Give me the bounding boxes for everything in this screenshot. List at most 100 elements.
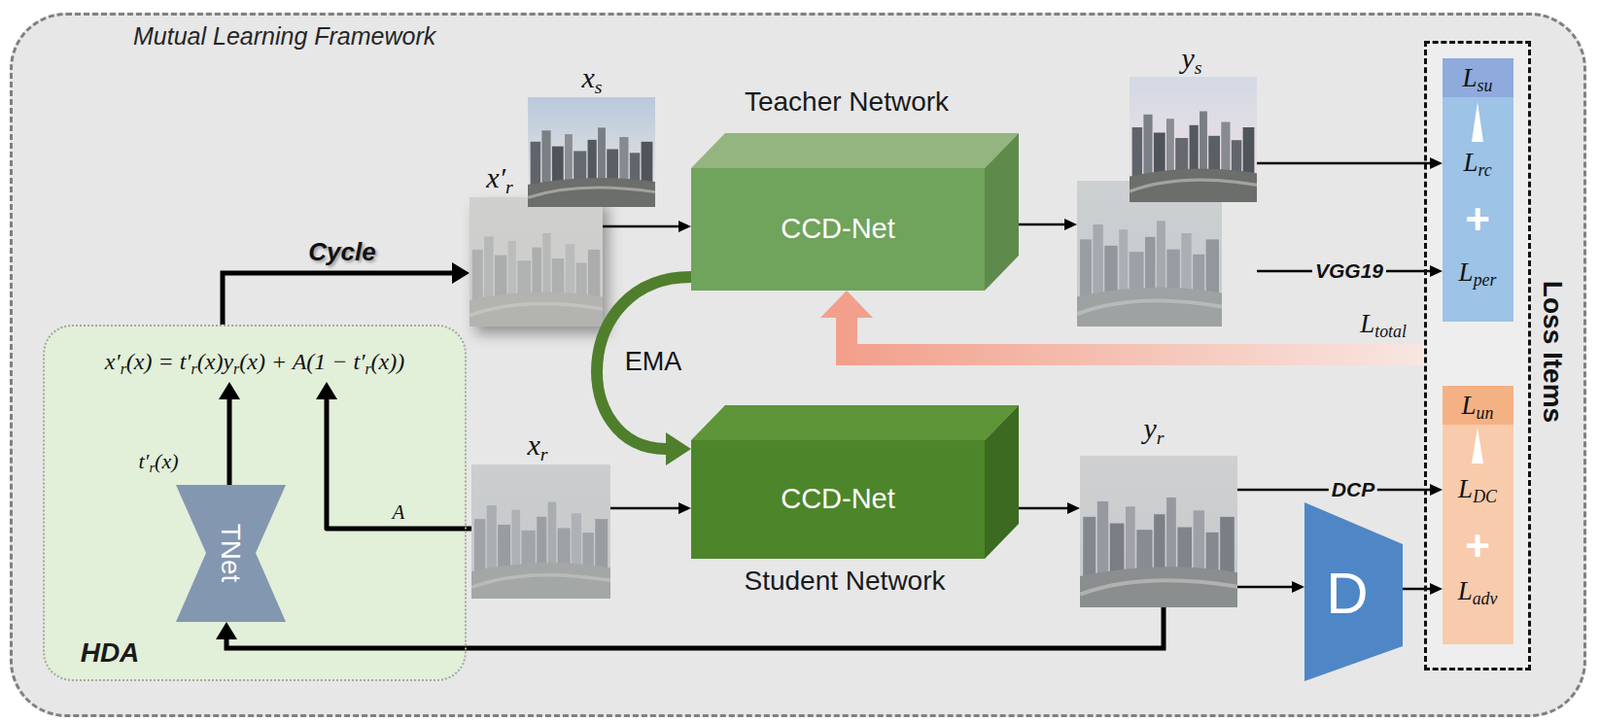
photo-clear-source xyxy=(527,97,656,208)
image-box: xs xyxy=(527,97,656,208)
frame-fill xyxy=(9,12,1587,718)
loss-term: Ladv xyxy=(1458,576,1498,607)
image-label: yr xyxy=(1143,412,1164,447)
loss-term: Lun xyxy=(1461,390,1495,421)
connector-line xyxy=(1256,162,1430,166)
subscript: adv xyxy=(1472,590,1498,610)
subscript: r xyxy=(120,360,127,378)
box-side xyxy=(984,133,1019,291)
image-label: x′r xyxy=(486,161,514,196)
subscript: total xyxy=(1374,322,1407,343)
image-box: x′r xyxy=(469,197,603,327)
connector xyxy=(1018,502,1080,515)
subscript: un xyxy=(1476,404,1495,424)
arrowhead xyxy=(215,622,238,640)
arrowhead xyxy=(678,502,692,515)
image-label: ys xyxy=(1181,41,1202,76)
network-block: CCD-NetStudent Network xyxy=(691,405,1019,559)
node-shape xyxy=(691,405,1019,559)
network-hourglass: TNet xyxy=(175,485,286,623)
image-label: xr xyxy=(526,428,548,463)
photo-synthetic-hazy xyxy=(469,197,609,335)
edge-label: Cycle xyxy=(308,238,376,268)
image-box: xr xyxy=(471,464,611,599)
subscript: r xyxy=(505,175,514,198)
connector xyxy=(596,277,692,466)
network-block: Teacher NetworkCCD-Net xyxy=(691,133,1019,291)
connector xyxy=(610,502,692,515)
photo-student-output xyxy=(1079,455,1238,608)
connector xyxy=(1237,581,1305,593)
connector xyxy=(1256,157,1443,170)
arrowhead xyxy=(1429,157,1443,170)
connector-line xyxy=(610,507,679,511)
edge-label: DCP xyxy=(1328,478,1378,502)
frame-title: Mutual Learning Framework xyxy=(133,22,436,51)
math-label: t′r(x) xyxy=(138,449,178,474)
edge-label: Ltotal xyxy=(1359,309,1407,340)
loss-fill xyxy=(1424,40,1531,671)
box-top xyxy=(691,133,1019,169)
photo-teacher-output xyxy=(1077,180,1222,327)
box-front xyxy=(691,440,985,559)
photo-clear-output xyxy=(1129,76,1257,203)
loss-box: LunLDC+Ladv xyxy=(1442,385,1514,645)
arrowhead xyxy=(452,262,470,284)
arrowhead xyxy=(665,432,692,466)
edge-label: EMA xyxy=(625,347,683,378)
image-box: yr xyxy=(1079,455,1238,608)
up-arrow xyxy=(1471,427,1484,464)
network-name: CCD-Net xyxy=(780,212,896,245)
arrowhead xyxy=(1291,581,1305,593)
subscript: r xyxy=(148,460,155,477)
plus-sign: + xyxy=(1464,521,1491,572)
network-caption: Teacher Network xyxy=(744,86,949,118)
network-caption: Student Network xyxy=(744,565,946,597)
box-top xyxy=(691,405,1019,441)
subscript: su xyxy=(1477,76,1494,97)
photo-real-hazy xyxy=(471,464,611,599)
module-name: HDA xyxy=(80,637,140,669)
connector xyxy=(222,262,470,325)
edge-label: VGG19 xyxy=(1312,259,1387,283)
arrowhead xyxy=(1064,218,1078,231)
subscript: DC xyxy=(1472,487,1497,508)
framework-frame: Mutual Learning Framework x′r(x) = t′r(x)… xyxy=(9,12,1587,718)
subscript: per xyxy=(1473,271,1497,291)
connector-line xyxy=(846,317,1425,355)
connector-line xyxy=(226,607,1164,649)
connector-line xyxy=(222,273,453,325)
group-heading: Loss Items xyxy=(1536,280,1568,423)
subscript: r xyxy=(540,443,549,465)
network-name: CCD-Net xyxy=(780,483,896,516)
arrowhead xyxy=(678,220,692,233)
arrowhead xyxy=(1429,583,1443,595)
arrowhead xyxy=(1429,484,1443,496)
box-side xyxy=(984,405,1019,559)
plus-sign: + xyxy=(1464,195,1491,245)
arrowhead xyxy=(1067,502,1080,515)
connector xyxy=(820,290,1425,355)
image-box: ys xyxy=(1077,76,1257,327)
image-label: xs xyxy=(581,61,602,96)
subscript: s xyxy=(1194,56,1203,78)
up-arrow xyxy=(1471,102,1484,142)
arrowhead xyxy=(1429,265,1443,278)
connector-line xyxy=(1018,223,1065,227)
subscript: r xyxy=(191,360,198,378)
hourglass-shape xyxy=(175,485,286,623)
hda-fill xyxy=(42,324,467,682)
subscript: r xyxy=(1156,426,1165,449)
connector-line xyxy=(596,277,692,450)
formula-text: x′r(x) = t′r(x)yr(x) + A(1 − t′r(x)) xyxy=(104,348,405,377)
connector-line xyxy=(602,225,679,229)
loss-term: Lsu xyxy=(1462,63,1494,94)
connector-line xyxy=(1018,507,1068,511)
subscript: r xyxy=(364,360,371,378)
loss-term: Lper xyxy=(1459,257,1497,288)
node-shape xyxy=(691,133,1019,291)
loss-group: Loss ItemsLsuLrc+LperLunLDC+Ladv xyxy=(1424,40,1531,671)
loss-term: Lrc xyxy=(1462,147,1492,178)
connector xyxy=(602,220,692,233)
trapezoid-shape xyxy=(1304,502,1403,682)
